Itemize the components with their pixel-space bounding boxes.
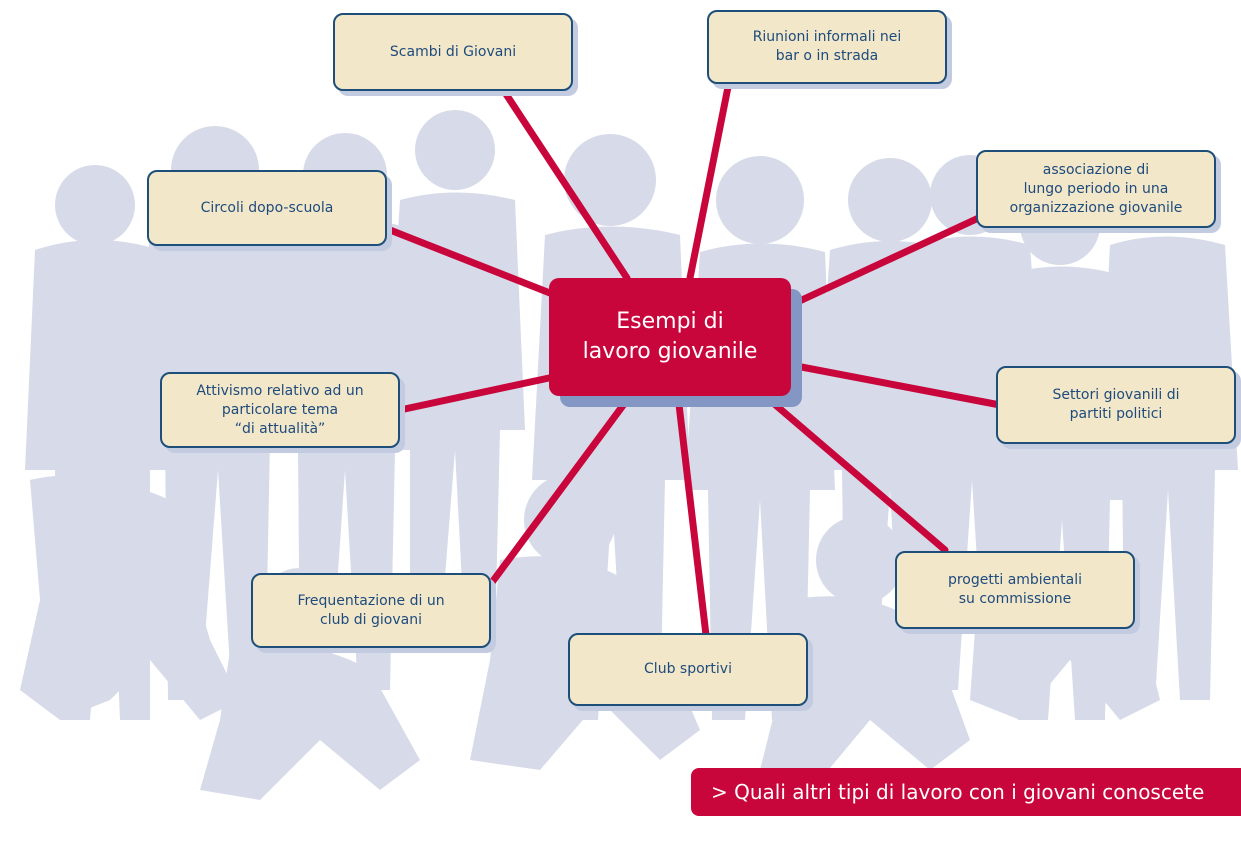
connector-associazione [787,211,989,309]
node-settori-giovanili-partiti: Settori giovanili di partiti politici [996,366,1236,444]
center-node-esempi-lavoro-giovanile: Esempi di lavoro giovanile [549,278,791,396]
connector-circoli [386,226,559,299]
connector-riunioni [686,78,733,282]
question-banner: > Quali altri tipi di lavoro con i giova… [691,768,1241,816]
node-riunioni-informali: Riunioni informali nei bar o in strada [707,10,947,84]
node-scambi-di-giovani: Scambi di Giovani [333,13,573,91]
node-club-sportivi: Club sportivi [568,633,808,706]
connector-club [674,392,710,639]
connector-attivismo [396,374,553,414]
connector-frequentazione [486,392,634,589]
connector-settori [787,361,1004,409]
node-circoli-dopo-scuola: Circoli dopo-scuola [147,170,387,246]
node-associazione-lungo-periodo: associazione di lungo periodo in una org… [976,150,1216,228]
node-attivismo-tema-attualita: Attivismo relativo ad un particolare tem… [160,372,400,448]
connector-progetti [761,392,949,554]
connector-scambi [496,81,631,282]
node-progetti-ambientali: progetti ambientali su commissione [895,551,1135,629]
node-frequentazione-club: Frequentazione di un club di giovani [251,573,491,648]
